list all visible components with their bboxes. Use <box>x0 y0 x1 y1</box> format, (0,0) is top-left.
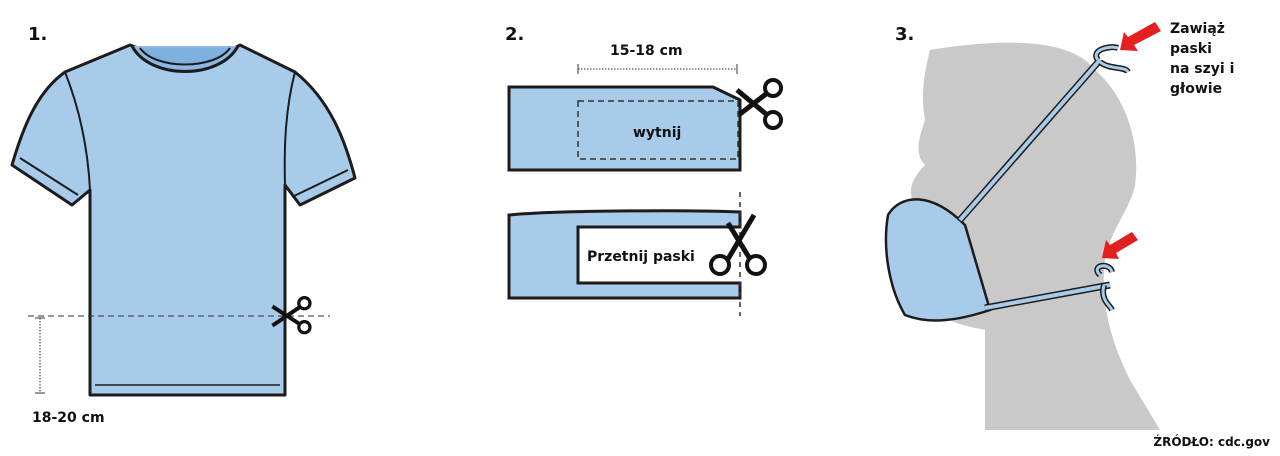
instruction-line: paski <box>1170 41 1212 57</box>
face-mask <box>884 198 992 322</box>
source-credit: ŹRÓDŁO: cdc.gov <box>1153 434 1270 449</box>
t-shirt <box>10 43 357 397</box>
strip-measure-label: 15-18 cm <box>610 43 683 59</box>
step-3-number: 3. <box>895 24 914 45</box>
ties <box>957 44 1131 312</box>
step-2-number: 2. <box>505 24 524 45</box>
cut-band <box>507 209 742 300</box>
strip-label: Przetnij paski <box>587 249 695 265</box>
shirt-measure-label: 18-20 cm <box>32 410 105 426</box>
scissors-icon <box>271 295 312 335</box>
scissors-icon <box>735 78 783 130</box>
cut-outline <box>577 100 739 160</box>
scissors-icon <box>709 213 767 276</box>
cut-label: wytnij <box>633 125 681 141</box>
arrow-icon <box>1102 22 1161 259</box>
head-silhouette <box>910 42 1160 430</box>
fabric-band <box>507 85 742 172</box>
measure-bar-shirt <box>35 317 45 394</box>
instruction-line: głowie <box>1170 81 1222 97</box>
step-1-number: 1. <box>28 24 47 45</box>
instruction-line: na szyi i <box>1170 61 1234 77</box>
tie-instruction: Zawiąż paski na szyi i głowie <box>1170 21 1234 97</box>
measure-bar-strip <box>577 64 738 74</box>
instruction-line: Zawiąż <box>1170 21 1225 37</box>
